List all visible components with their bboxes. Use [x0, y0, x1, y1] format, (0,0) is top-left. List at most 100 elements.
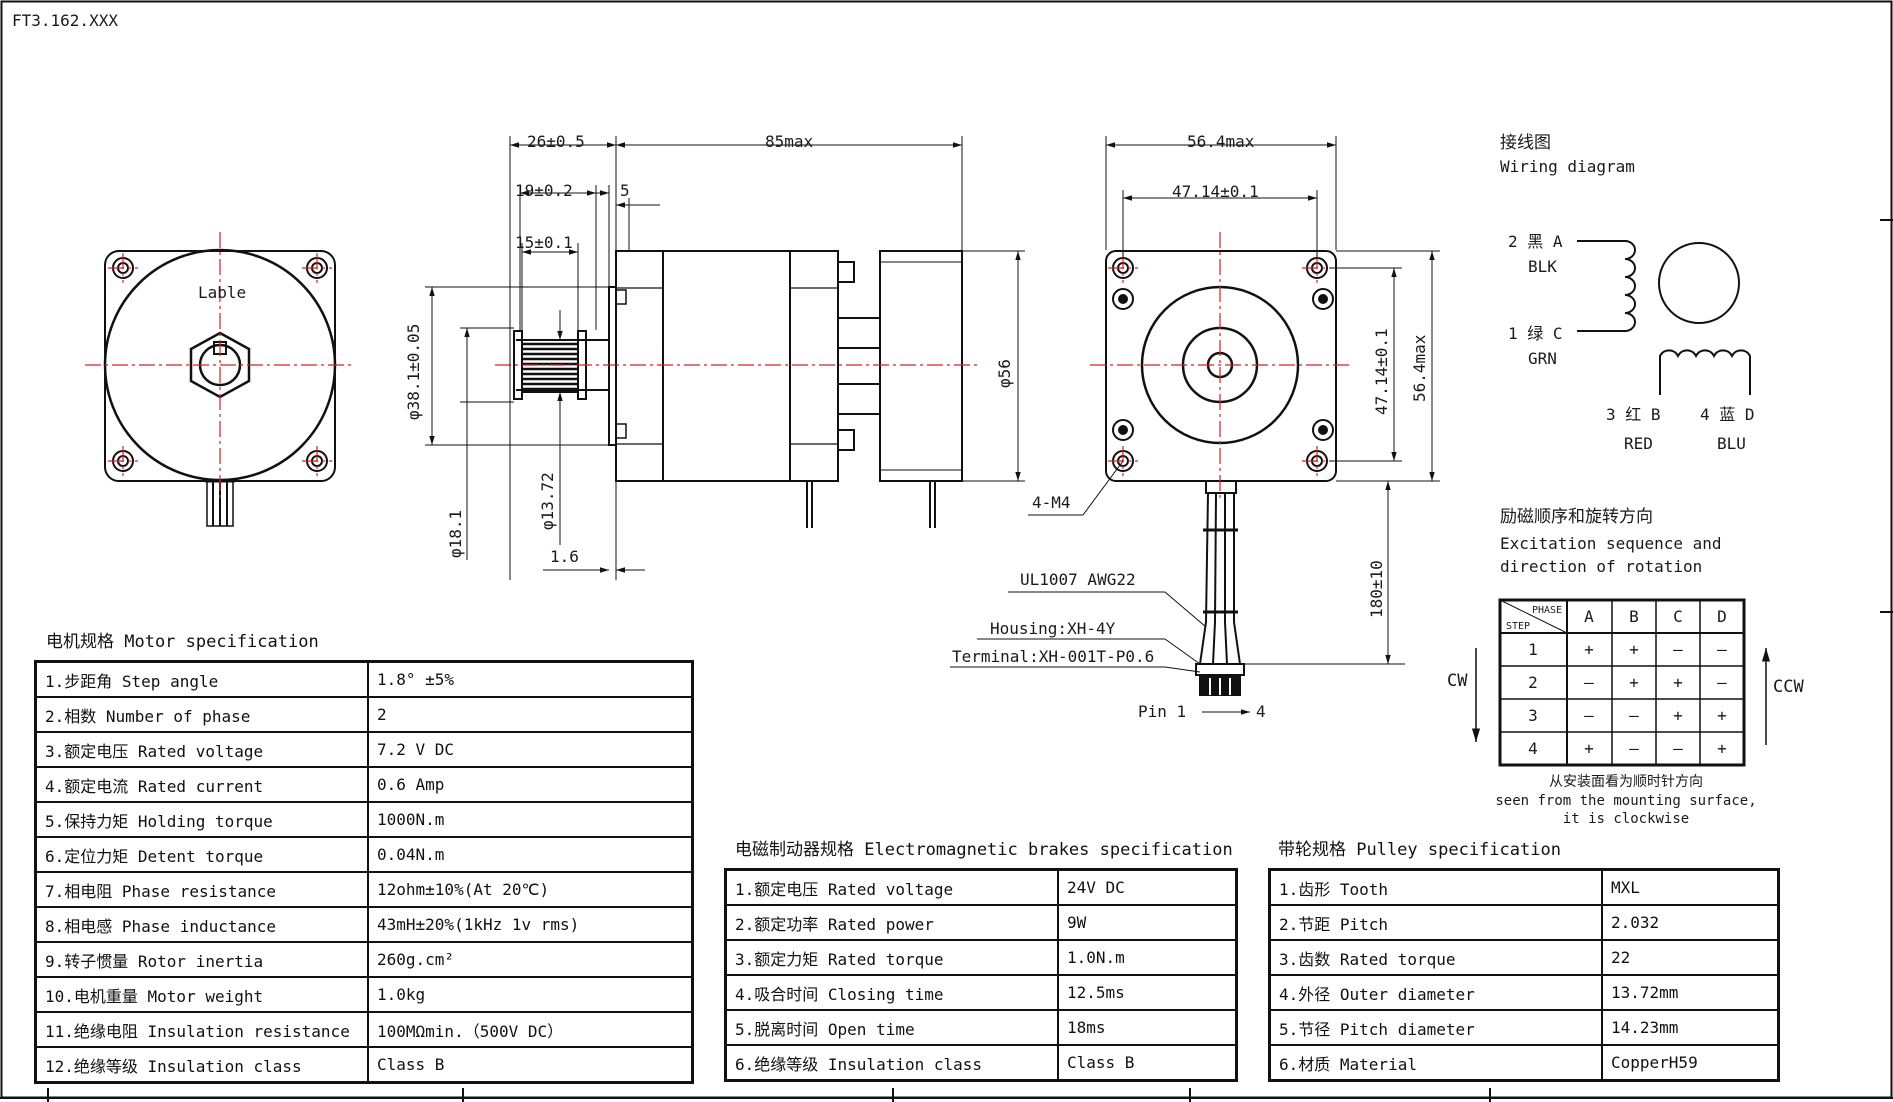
excitation-title-cn: 励磁顺序和旋转方向 [1500, 507, 1653, 527]
cell-1b: + [1629, 640, 1639, 659]
cable-wire-spec: UL1007 AWG22 [1020, 570, 1136, 589]
spec-value: 0.6 Amp [367, 766, 694, 803]
spec-value: 12ohm±10%(At 20℃) [367, 871, 694, 908]
cell-1c: – [1673, 640, 1683, 659]
excitation-sequence: 励磁顺序和旋转方向 Excitation sequence and direct… [1447, 507, 1804, 827]
spec-value: 9W [1057, 904, 1238, 941]
spec-value: 22 [1601, 939, 1780, 976]
spec-value: 13.72mm [1601, 974, 1780, 1011]
cw-label: CW [1447, 671, 1468, 691]
dim-18: φ18.1 [446, 510, 465, 558]
dim-56-4-height: 56.4max [1410, 334, 1429, 402]
spec-value: 1.8° ±5% [367, 660, 694, 698]
spec-item: 4.额定电流 Rated current [34, 766, 369, 803]
drawing-number: FT3.162.XXX [12, 11, 118, 30]
cell-4d: + [1717, 739, 1727, 758]
spec-item: 3.额定电压 Rated voltage [34, 731, 369, 768]
dim-26: 26±0.5 [527, 132, 585, 151]
col-c: C [1673, 607, 1683, 626]
spec-value: 1.0N.m [1057, 939, 1238, 976]
label-marking: Lable [198, 283, 246, 302]
spec-item: 2.节距 Pitch [1268, 904, 1603, 941]
spec-value: Class B [1057, 1044, 1238, 1082]
wire-2-label: 2 黑 A [1508, 232, 1563, 251]
cell-3d: + [1717, 706, 1727, 725]
dim-13: φ13.72 [538, 472, 557, 530]
rotation-note-en1: seen from the mounting surface, [1495, 793, 1756, 809]
spec-value: CopperH59 [1601, 1044, 1780, 1082]
spec-item: 10.电机重量 Motor weight [34, 976, 369, 1013]
spec-item: 1.步距角 Step angle [34, 660, 369, 698]
spec-value: 100MΩmin.（500V DC） [367, 1011, 694, 1048]
dim-85: 85max [765, 132, 814, 151]
spec-value: 14.23mm [1601, 1009, 1780, 1046]
step-3: 3 [1528, 706, 1538, 725]
spec-item: 3.齿数 Rated torque [1268, 939, 1603, 976]
motor-spec-title: 电机规格 Motor specification [46, 632, 319, 652]
col-a: A [1584, 607, 1594, 626]
wire-3-label: 3 红 B [1606, 405, 1661, 424]
ccw-label: CCW [1773, 677, 1804, 697]
spec-value: Class B [367, 1046, 694, 1084]
spec-value: 260g.cm² [367, 941, 694, 978]
spec-item: 2.额定功率 Rated power [724, 904, 1059, 941]
phase-header: PHASE [1532, 605, 1562, 616]
spec-item: 12.绝缘等级 Insulation class [34, 1046, 369, 1084]
pin-1-label: Pin 1 [1138, 702, 1186, 721]
spec-item: 3.额定力矩 Rated torque [724, 939, 1059, 976]
pin-4-label: 4 [1256, 702, 1266, 721]
spec-item: 8.相电感 Phase inductance [34, 906, 369, 943]
rotation-note-en2: it is clockwise [1563, 811, 1689, 827]
spec-item: 5.节径 Pitch diameter [1268, 1009, 1603, 1046]
wire-4-label: 4 蓝 D [1700, 405, 1755, 424]
spec-value: 18ms [1057, 1009, 1238, 1046]
spec-item: 6.绝缘等级 Insulation class [724, 1044, 1059, 1082]
cell-1a: + [1584, 640, 1594, 659]
spec-value: 43mH±20%(1kHz 1v rms) [367, 906, 694, 943]
cell-2a: – [1584, 673, 1594, 692]
wire-1-color: GRN [1528, 349, 1557, 368]
cell-3c: + [1673, 706, 1683, 725]
spec-item: 6.材质 Material [1268, 1044, 1603, 1082]
col-b: B [1629, 607, 1639, 626]
spec-value: 24V DC [1057, 868, 1238, 906]
dim-56: φ56 [995, 359, 1014, 388]
spec-value: 1.0kg [367, 976, 694, 1013]
spec-item: 4.吸合时间 Closing time [724, 974, 1059, 1011]
rear-view [1105, 250, 1337, 696]
dim-47-14-height: 47.14±0.1 [1372, 328, 1391, 415]
dim-56-4-width: 56.4max [1187, 132, 1255, 151]
spec-item: 5.脱离时间 Open time [724, 1009, 1059, 1046]
terminal-spec: Terminal:XH-001T-P0.6 [952, 647, 1154, 666]
spec-item: 5.保持力矩 Holding torque [34, 801, 369, 838]
spec-item: 2.相数 Number of phase [34, 696, 369, 733]
spec-value: 2.032 [1601, 904, 1780, 941]
rotation-note-cn: 从安装面看为顺时针方向 [1549, 774, 1703, 790]
dim-19: 19±0.2 [515, 181, 573, 200]
step-1: 1 [1528, 640, 1538, 659]
spec-item: 1.额定电压 Rated voltage [724, 868, 1059, 906]
wire-2-color: BLK [1528, 257, 1557, 276]
spec-value: 0.04N.m [367, 836, 694, 873]
cell-4c: – [1673, 739, 1683, 758]
